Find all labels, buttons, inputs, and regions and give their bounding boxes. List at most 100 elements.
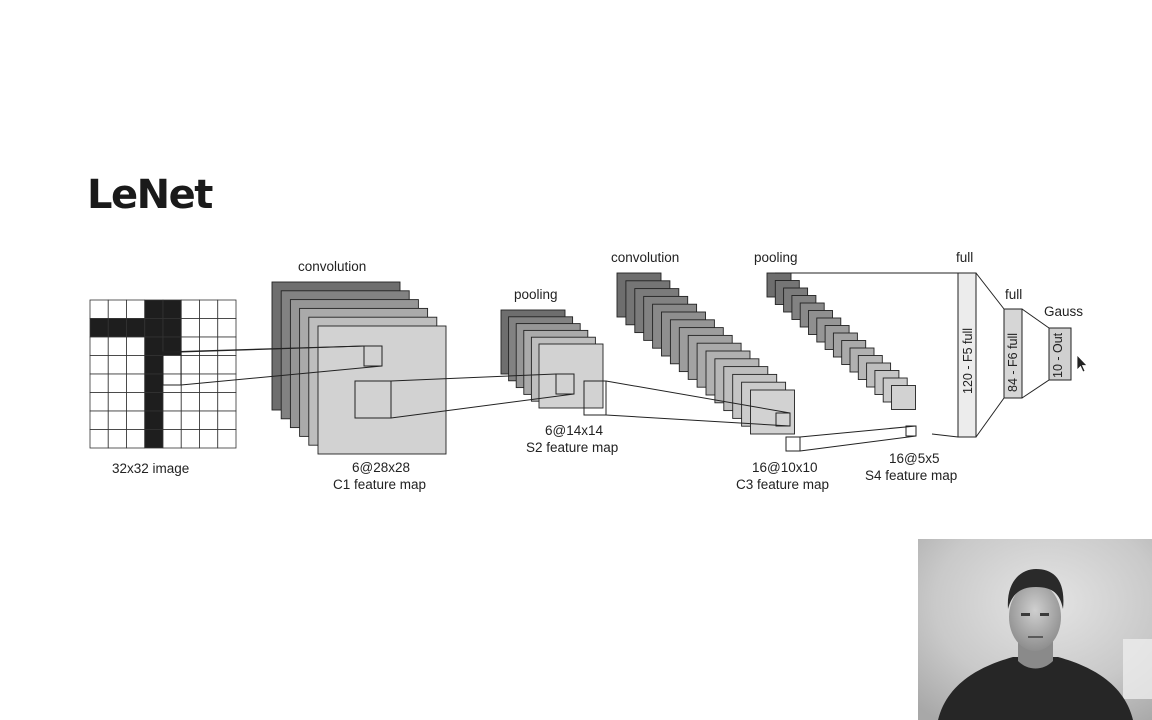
input-grid-cell <box>126 373 146 393</box>
input-grid-cell <box>180 429 200 449</box>
input-grid-cell <box>180 299 200 319</box>
input-grid-cell <box>180 336 200 356</box>
projection-lines <box>162 345 917 452</box>
c1-name-label: C1 feature map <box>333 477 426 492</box>
input-grid-cell <box>107 336 127 356</box>
s4-target-patch <box>905 425 917 437</box>
projection-line <box>799 425 917 438</box>
input-grid-cell <box>217 355 237 375</box>
f6-layer-box <box>1003 308 1023 399</box>
fc-connector <box>1021 308 1050 329</box>
input-grid-cell <box>162 336 182 356</box>
input-grid-cell <box>89 355 109 375</box>
c1-pool-patch <box>354 380 392 419</box>
input-image-grid <box>89 299 237 449</box>
input-grid-cell <box>107 392 127 412</box>
projection-line <box>390 393 575 419</box>
input-grid-cell <box>144 429 164 449</box>
input-grid-cell <box>126 299 146 319</box>
out-layer-label: 10 - Out <box>1051 332 1065 378</box>
f5-op-label: full <box>956 250 973 265</box>
input-grid-cell <box>162 299 182 319</box>
input-grid-cell <box>199 336 219 356</box>
input-grid-cell <box>217 429 237 449</box>
s2-op-label: pooling <box>514 287 558 302</box>
s2-feature-map <box>538 343 604 409</box>
input-grid-cell <box>199 429 219 449</box>
f5-layer-box <box>957 272 977 438</box>
input-grid-cell <box>107 318 127 338</box>
input-grid-cell <box>89 410 109 430</box>
input-grid-cell <box>89 392 109 412</box>
input-caption: 32x32 image <box>112 461 189 476</box>
input-grid-cell <box>144 392 164 412</box>
input-grid-cell <box>144 410 164 430</box>
input-grid-cell <box>217 299 237 319</box>
input-grid-cell <box>126 392 146 412</box>
s4-op-label: pooling <box>754 250 798 265</box>
fc-connector <box>1021 379 1050 399</box>
f6-op-label: full <box>1005 287 1022 302</box>
input-grid-cell <box>162 355 182 375</box>
input-grid-cell <box>144 318 164 338</box>
presenter-video-icon <box>918 539 1152 720</box>
input-grid-cell <box>144 299 164 319</box>
s2-name-label: S2 feature map <box>526 440 618 455</box>
input-grid-cell <box>126 355 146 375</box>
projection-line <box>605 380 791 414</box>
projection-line <box>162 345 365 353</box>
input-grid-cell <box>162 373 182 393</box>
input-grid-cell <box>180 318 200 338</box>
input-grid-cell <box>217 336 237 356</box>
c3-pool-patch <box>785 436 801 452</box>
c1-feature-map <box>317 325 447 455</box>
input-grid-cell <box>107 355 127 375</box>
f6-layer-label: 84 - F6 full <box>1006 333 1020 392</box>
c3-feature-map <box>750 389 795 435</box>
s4-dims-label: 16@5x5 <box>889 451 940 466</box>
c1-target-patch <box>363 345 383 367</box>
input-grid-cell <box>217 410 237 430</box>
s2-target-patch <box>555 373 575 395</box>
c3-name-label: C3 feature map <box>736 477 829 492</box>
input-grid-cell <box>107 373 127 393</box>
s4-feature-map <box>891 385 916 410</box>
input-grid-cell <box>217 318 237 338</box>
c1-op-label: convolution <box>298 259 366 274</box>
input-grid-cell <box>162 429 182 449</box>
input-grid-cell <box>162 410 182 430</box>
out-layer-box <box>1048 327 1072 381</box>
f5-layer-label: 120 - F5 full <box>961 328 975 394</box>
input-grid-cell <box>126 410 146 430</box>
projection-line <box>390 373 557 382</box>
input-grid-cell <box>217 392 237 412</box>
presenter-webcam-video <box>918 539 1152 720</box>
input-grid-cell <box>89 336 109 356</box>
input-grid-cell <box>199 299 219 319</box>
fc-connector <box>931 433 959 438</box>
input-grid-cell <box>107 429 127 449</box>
input-grid-cell <box>199 392 219 412</box>
fc-connector <box>975 397 1005 438</box>
fc-connector <box>975 272 1005 310</box>
s2-feature-map-stack <box>500 309 604 409</box>
input-grid-cell <box>217 373 237 393</box>
input-grid-cell <box>180 392 200 412</box>
input-grid-cell <box>199 355 219 375</box>
input-grid-cell <box>144 373 164 393</box>
input-grid-cell <box>89 373 109 393</box>
input-grid-cell <box>180 355 200 375</box>
input-grid-cell <box>199 410 219 430</box>
fully-connected-layers <box>775 272 1072 438</box>
mouse-cursor-icon <box>1076 354 1088 373</box>
input-grid-cell <box>107 299 127 319</box>
c1-dims-label: 6@28x28 <box>352 460 410 475</box>
s4-name-label: S4 feature map <box>865 468 957 483</box>
c3-feature-map-stack <box>616 272 795 435</box>
input-grid-cell <box>144 355 164 375</box>
input-grid-cell <box>126 336 146 356</box>
out-op-label: Gauss <box>1044 304 1083 319</box>
projection-line <box>799 435 917 452</box>
